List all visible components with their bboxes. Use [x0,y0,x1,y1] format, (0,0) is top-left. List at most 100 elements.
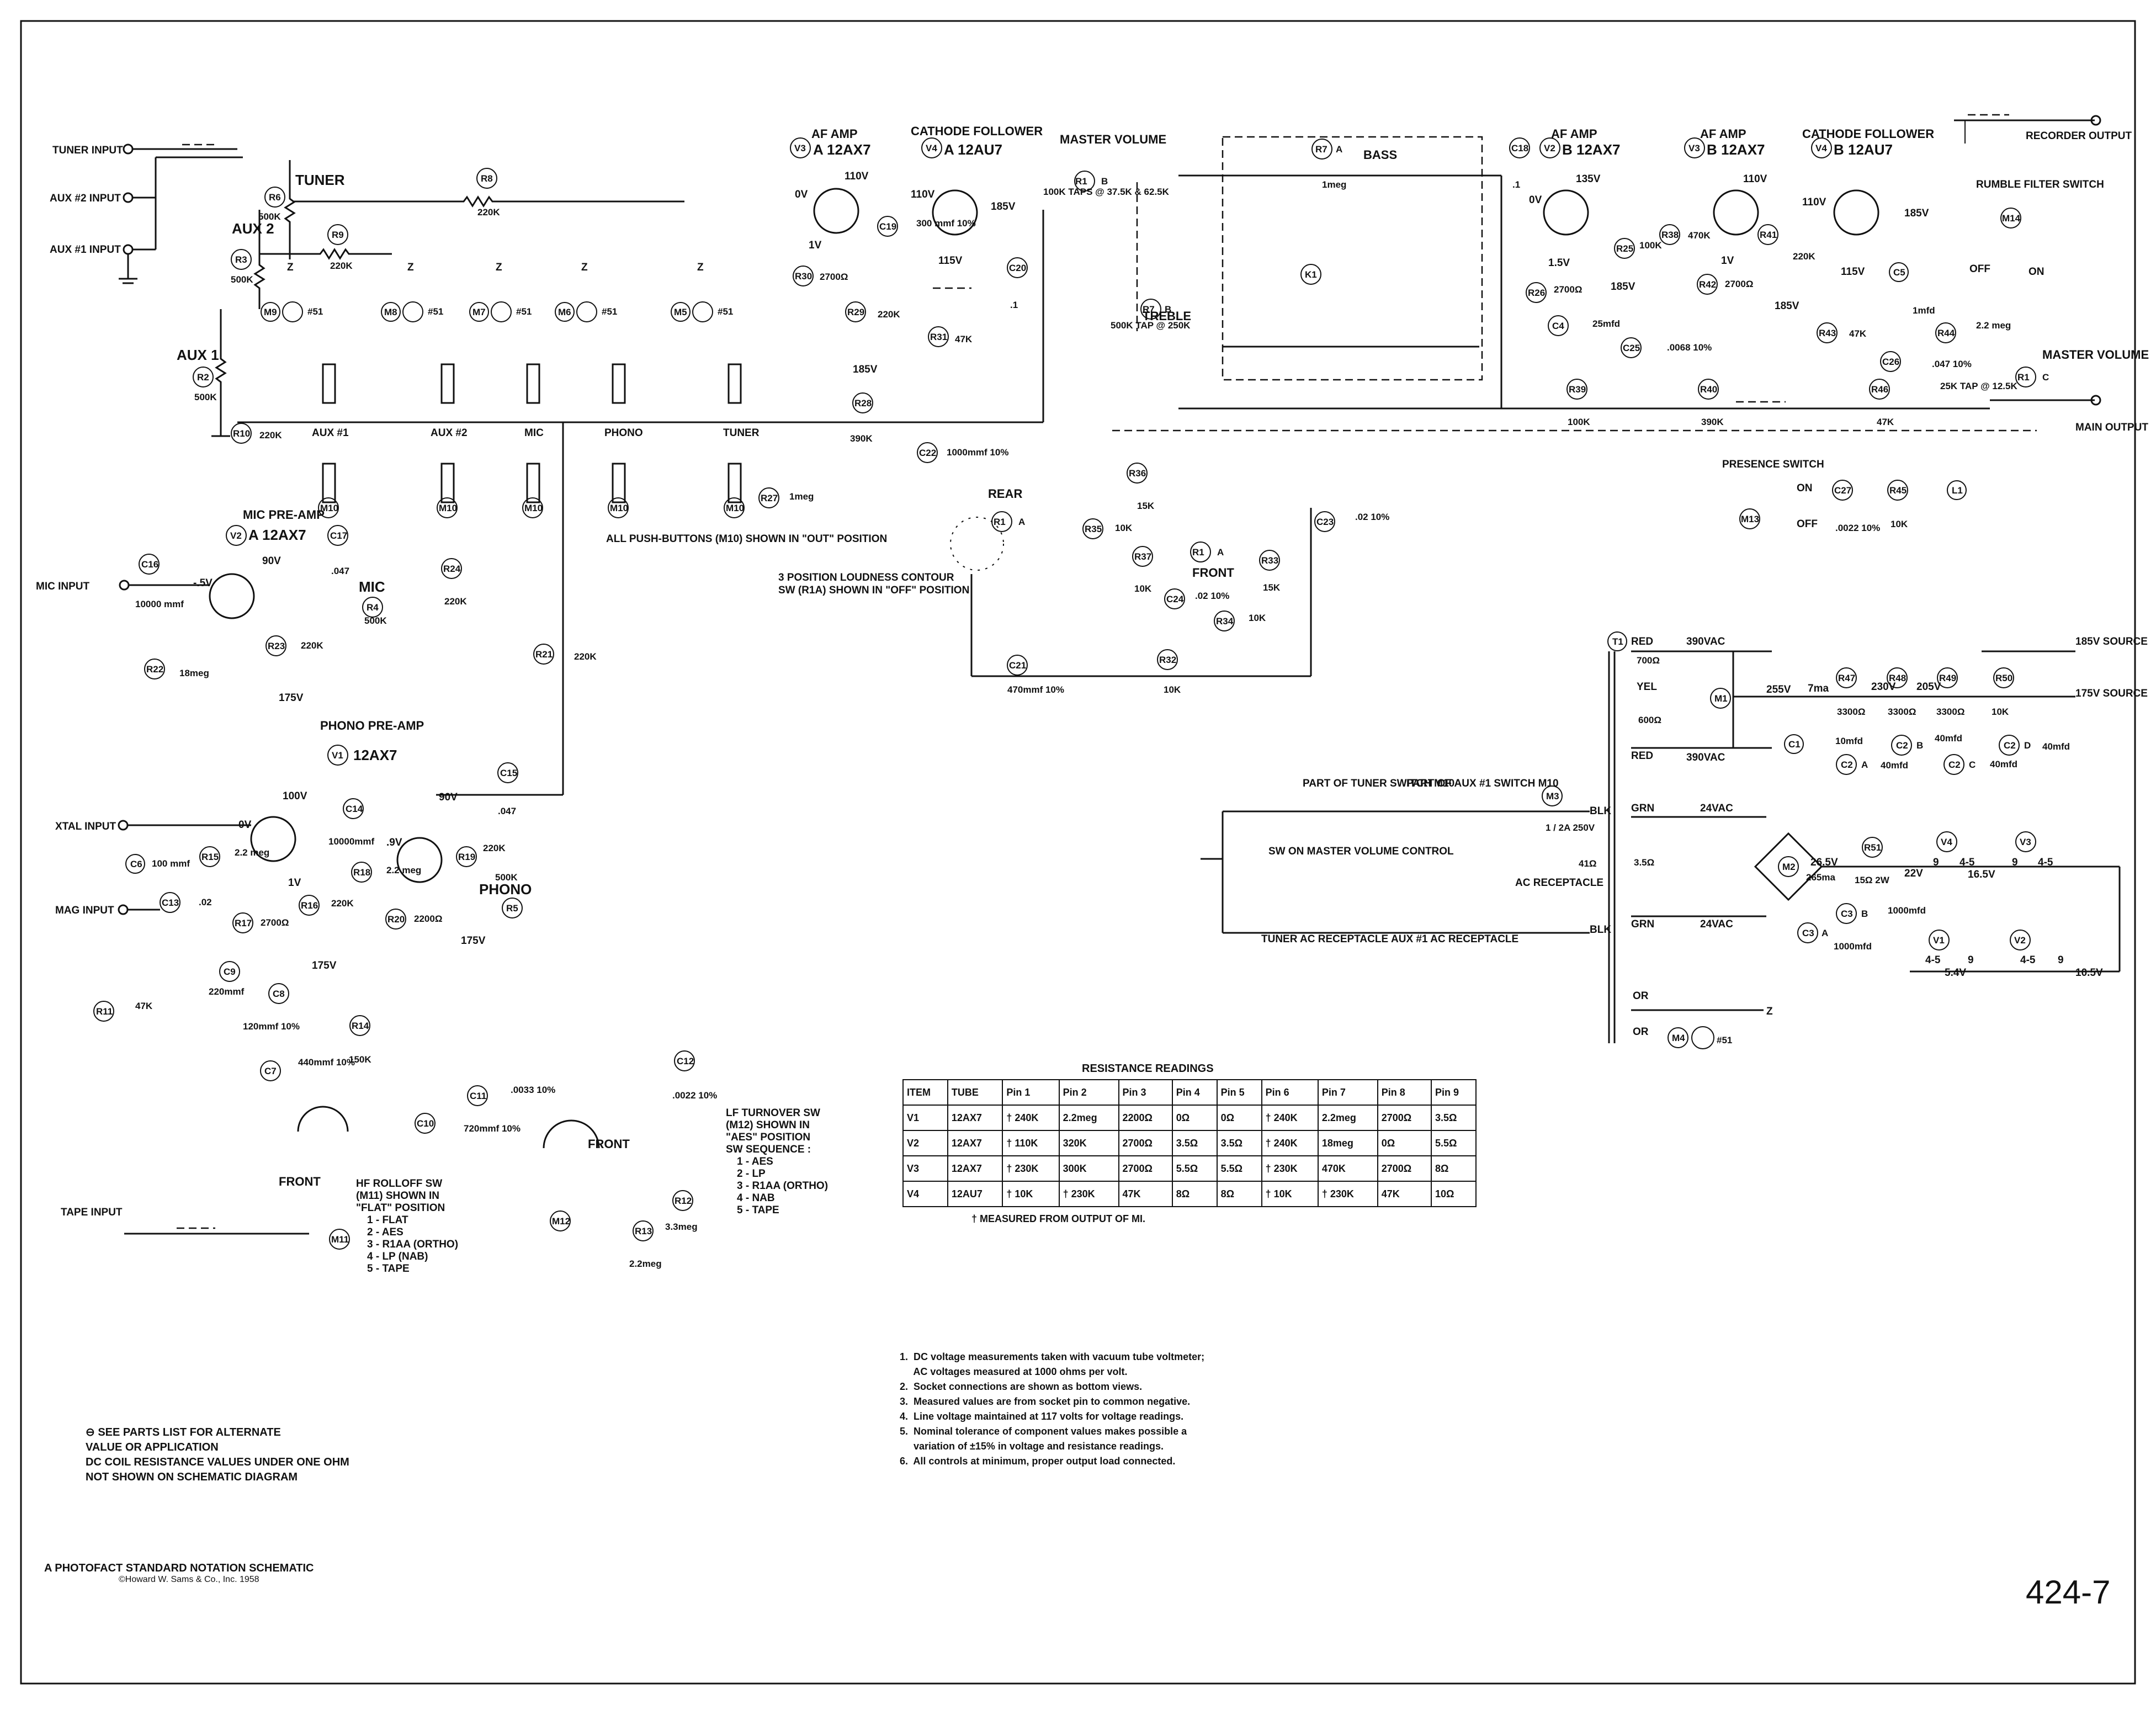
svg-text:4-5: 4-5 [1925,954,1941,966]
svg-text:R15: R15 [201,852,219,862]
svg-text:24VAC: 24VAC [1700,918,1733,930]
svg-text:C15: C15 [500,768,517,778]
svg-text:R1: R1 [2017,372,2030,383]
tape-input-label: TAPE INPUT [61,1207,123,1218]
svg-text:AF AMP: AF AMP [811,127,858,141]
svg-text:.02: .02 [199,897,212,907]
svg-text:500K: 500K [231,274,253,285]
svg-text:M8: M8 [384,307,397,317]
svg-text:M14: M14 [2002,213,2021,224]
svg-text:185V: 185V [1611,281,1635,293]
svg-text:R4: R4 [367,602,379,613]
svg-text:470mmf 10%: 470mmf 10% [1007,684,1064,695]
input-level-controls: TUNER R6 500K AUX 2 R3 500K AUX 1 R2 500… [177,160,345,437]
svg-text:1V: 1V [1721,255,1734,267]
tuner-input-label: TUNER INPUT [52,145,123,156]
tuner-control-label: TUNER [295,172,345,188]
svg-text:220mmf: 220mmf [209,986,245,997]
svg-text:R46: R46 [1871,384,1888,395]
svg-text:D: D [2024,740,2031,751]
svg-text:600Ω: 600Ω [1638,715,1661,725]
svg-text:M2: M2 [1782,862,1796,872]
svg-text:R22: R22 [146,664,163,675]
phono-inputs: XTAL INPUT C6 100 mmf MAG INPUT C13 .02 … [55,820,309,1235]
svg-text:0V: 0V [795,189,808,200]
svg-text:R34: R34 [1216,616,1234,626]
aux1-input-label: AUX #1 INPUT [50,244,121,256]
svg-text:RED: RED [1631,636,1653,647]
svg-text:OFF: OFF [1969,263,1990,275]
svg-text:GRN: GRN [1631,918,1654,930]
svg-text:A: A [1822,928,1828,938]
svg-text:Z: Z [287,262,294,273]
svg-text:PHONO PRE-AMP: PHONO PRE-AMP [320,719,424,732]
svg-text:M1: M1 [1714,693,1728,704]
svg-text:-.5V: -.5V [193,577,213,589]
svg-text:2 - AES: 2 - AES [367,1226,403,1238]
svg-text:10mfd: 10mfd [1835,736,1863,746]
svg-text:TUNER AC RECEPTACLE: TUNER AC RECEPTACLE [1261,933,1388,945]
sheet-border [20,20,2136,1685]
svg-text:110V: 110V [911,189,935,200]
aux1-control-label: AUX 1 [177,347,219,363]
svg-text:2700Ω: 2700Ω [820,272,848,282]
svg-text:#51: #51 [516,306,532,317]
svg-text:7ma: 7ma [1808,683,1829,694]
svg-text:M13: M13 [1741,514,1759,524]
svg-text:M5: M5 [674,307,687,317]
svg-text:C3: C3 [1841,909,1853,919]
svg-text:C20: C20 [1009,263,1026,273]
svg-text:R7: R7 [1315,144,1327,155]
svg-text:C2: C2 [2004,740,2016,751]
svg-text:C9: C9 [224,967,236,977]
svg-text:100 mmf: 100 mmf [152,858,190,869]
svg-text:720mmf 10%: 720mmf 10% [464,1123,521,1134]
svg-text:470K: 470K [1688,230,1711,241]
svg-text:R24: R24 [443,564,461,574]
svg-text:C2: C2 [1841,760,1853,770]
mic-preamp: MIC PRE-AMP V2 A 12AX7 MIC INPUT C16 100… [36,508,467,704]
svg-text:RED: RED [1631,750,1653,762]
svg-text:M9: M9 [264,307,277,317]
hf-rolloff-note: HF ROLLOFF SW (M11) SHOWN IN "FLAT" POSI… [356,1178,458,1275]
svg-text:R21: R21 [535,649,553,660]
phono-control-label: PHONO [479,881,532,898]
svg-text:2.2meg: 2.2meg [629,1259,662,1269]
svg-text:R48: R48 [1889,673,1906,683]
svg-text:R37: R37 [1134,551,1151,562]
svg-text:LF TURNOVER SW: LF TURNOVER SW [726,1107,820,1119]
svg-text:.047: .047 [498,806,516,816]
svg-text:.1: .1 [1010,300,1018,310]
svg-text:R1: R1 [994,517,1006,527]
svg-text:R12: R12 [675,1196,692,1206]
svg-text:M10: M10 [524,503,543,513]
svg-text:MIC: MIC [524,427,544,439]
svg-text:"AES" POSITION: "AES" POSITION [726,1132,810,1143]
af-amp-3: AF AMP V3 B 12AX7 110V 1V R38 470K R42 2… [1659,127,1815,312]
svg-text:C26: C26 [1882,357,1899,367]
svg-text:2700Ω: 2700Ω [1725,279,1753,289]
svg-text:R50: R50 [1995,673,2012,683]
equalizer-switches: C9 220mmf C8 120mmf 10% C7 440mmf 10% R1… [209,961,828,1275]
svg-text:135V: 135V [1576,173,1601,185]
svg-text:C17: C17 [330,530,347,541]
svg-text:R39: R39 [1569,384,1586,395]
svg-text:C4: C4 [1552,321,1564,331]
svg-text:MASTER VOLUME: MASTER VOLUME [2042,348,2149,362]
svg-text:R47: R47 [1838,673,1855,683]
svg-text:1.5V: 1.5V [1548,257,1570,269]
svg-text:AUX #2: AUX #2 [431,427,468,439]
svg-text:1meg: 1meg [1322,179,1346,190]
svg-text:1 / 2A 250V: 1 / 2A 250V [1546,822,1595,833]
svg-text:MIC PRE-AMP: MIC PRE-AMP [243,508,325,522]
svg-text:47K: 47K [1849,328,1867,339]
svg-text:R11: R11 [96,1006,113,1017]
note-line: 2. Socket connections are shown as botto… [900,1381,1143,1392]
svg-text:1000mfd: 1000mfd [1888,905,1926,916]
svg-text:C10: C10 [417,1118,434,1129]
svg-text:L1: L1 [1952,485,1963,496]
